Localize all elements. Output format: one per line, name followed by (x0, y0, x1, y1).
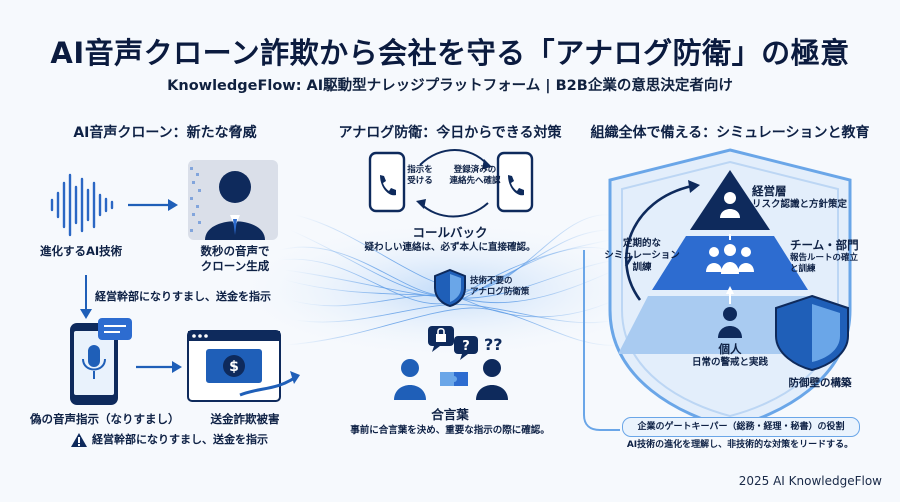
fraud-damage-label: 送金詐欺被害 (210, 412, 280, 426)
indiv-title: 個人 (718, 342, 742, 356)
people-puzzle-icon: ? ?? (394, 326, 508, 400)
footer-copyright: 2025 AI KnowledgeFlow (738, 474, 882, 488)
center-column-heading: アナログ防衛：今日からできる対策 (338, 125, 562, 141)
organization-graphic (583, 148, 852, 431)
registered-line2: 連絡先へ確認 (449, 176, 501, 186)
cycle-line3: 訓練 (632, 262, 652, 273)
left-column-heading: AI音声クローン：新たな脅威 (73, 125, 257, 141)
phone-icon (496, 151, 534, 213)
warning-icon (71, 433, 87, 447)
receive-line2: 受ける (407, 176, 433, 186)
gatekeeper-label: 企業のゲートキーパー（総務・経理・秘書）の役割 (637, 422, 845, 432)
receive-line1: 指示を (407, 165, 433, 175)
cycle-line1: 定期的な (622, 238, 661, 249)
waveform-icon (50, 173, 114, 237)
password-title: 合言葉 (431, 407, 469, 422)
page-subtitle: KnowledgeFlow: AI駆動型ナレッジプラットフォーム | B2B企業… (167, 78, 733, 94)
callback-title: コールバック (412, 225, 488, 240)
svg-text:??: ?? (484, 335, 503, 354)
money-window-icon: $ (187, 330, 300, 402)
phone-voice-icon (70, 318, 132, 405)
exec-title: 経営層 (752, 184, 787, 198)
indiv-desc: 日常の警戒と実践 (691, 357, 768, 368)
shield-icon (434, 268, 466, 308)
registered-line1: 登録済みの (453, 165, 497, 175)
fake-voice-label: 偽の音声指示（なりすまし） (30, 412, 180, 426)
svg-text:?: ? (462, 339, 470, 354)
team-desc1: 報告ルートの確立 (790, 253, 859, 263)
shield-line1: 技術不要の (470, 276, 513, 286)
cycle-line2: シミュレーション (604, 250, 680, 261)
page-title: AI音声クローン詐欺から会社を守る「アナログ防衛」の極意 (50, 36, 850, 70)
svg-text:$: $ (229, 359, 239, 375)
impersonate-label: 経営幹部になりすまし、送金を指示 (95, 290, 271, 303)
gatekeeper-box: 企業のゲートキーパー（総務・経理・秘書）の役割 (622, 417, 860, 437)
callback-desc: 疑わしい連絡は、必ず本人に直接確認。 (364, 242, 536, 253)
gatekeeper-desc: AI技術の進化を理解し、非技術的な対策をリードする。 (626, 440, 854, 450)
right-column-heading: 組織全体で備える：シミュレーションと教育 (590, 125, 870, 141)
clone-line2: クローン生成 (200, 259, 270, 273)
shield-line2: アナログ防衛策 (470, 287, 530, 297)
password-desc: 事前に合言葉を決め、重要な指示の際に確認。 (350, 425, 550, 436)
warning-text: 経営幹部になりすまし、送金を指示 (92, 433, 268, 446)
phone-icon (368, 151, 406, 213)
callback-graphic (368, 149, 534, 218)
left-column-graphics: $ (50, 160, 300, 405)
speech-bubble-icon: ? ?? (428, 326, 503, 360)
evolving-ai-label: 進化するAI技術 (40, 244, 123, 258)
team-desc2: と訓練 (790, 264, 816, 274)
team-title: チーム・部門 (790, 238, 859, 252)
clone-line1: 数秒の音声で (200, 244, 270, 258)
barrier-label: 防御壁の構築 (788, 377, 852, 389)
ai-head-icon (188, 160, 278, 240)
exec-desc: リスク認識と方針策定 (752, 199, 848, 210)
